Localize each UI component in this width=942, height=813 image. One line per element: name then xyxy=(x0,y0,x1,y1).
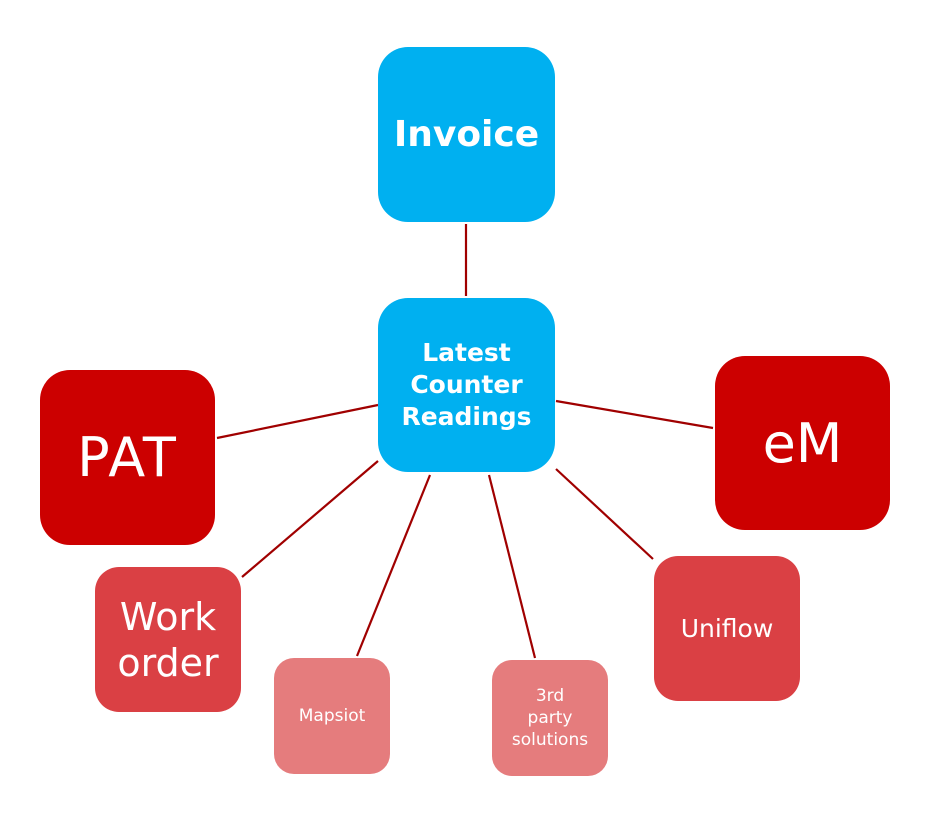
edge-center-pat xyxy=(216,403,379,440)
node-3rd-party-solutions: 3rd party solutions xyxy=(492,660,608,776)
node-center-label: Latest Counter Readings xyxy=(401,338,532,431)
edge-center-uniflow xyxy=(555,468,654,560)
node-uniflow-label: Uniflow xyxy=(680,614,774,643)
node-em-label: eM xyxy=(762,411,843,475)
node-uniflow: Uniflow xyxy=(654,556,800,701)
node-pat: PAT xyxy=(40,370,215,545)
node-mapsiot-label: Mapsiot xyxy=(298,706,366,726)
node-mapsiot: Mapsiot xyxy=(274,658,390,774)
node-work-order: Work order xyxy=(95,567,241,712)
edge-center-mapsiot xyxy=(355,474,432,657)
node-em: eM xyxy=(715,356,890,530)
edge-center-em xyxy=(555,399,714,430)
node-work-order-label: Work order xyxy=(117,594,219,685)
node-invoice-label: Invoice xyxy=(393,114,540,155)
node-3rd-party-label: 3rd party solutions xyxy=(511,686,589,750)
node-pat-label: PAT xyxy=(77,426,178,489)
edge-center-third xyxy=(487,474,537,659)
edge-center-work xyxy=(241,460,379,578)
node-latest-counter-readings: Latest Counter Readings xyxy=(378,298,555,472)
node-invoice: Invoice xyxy=(378,47,555,222)
